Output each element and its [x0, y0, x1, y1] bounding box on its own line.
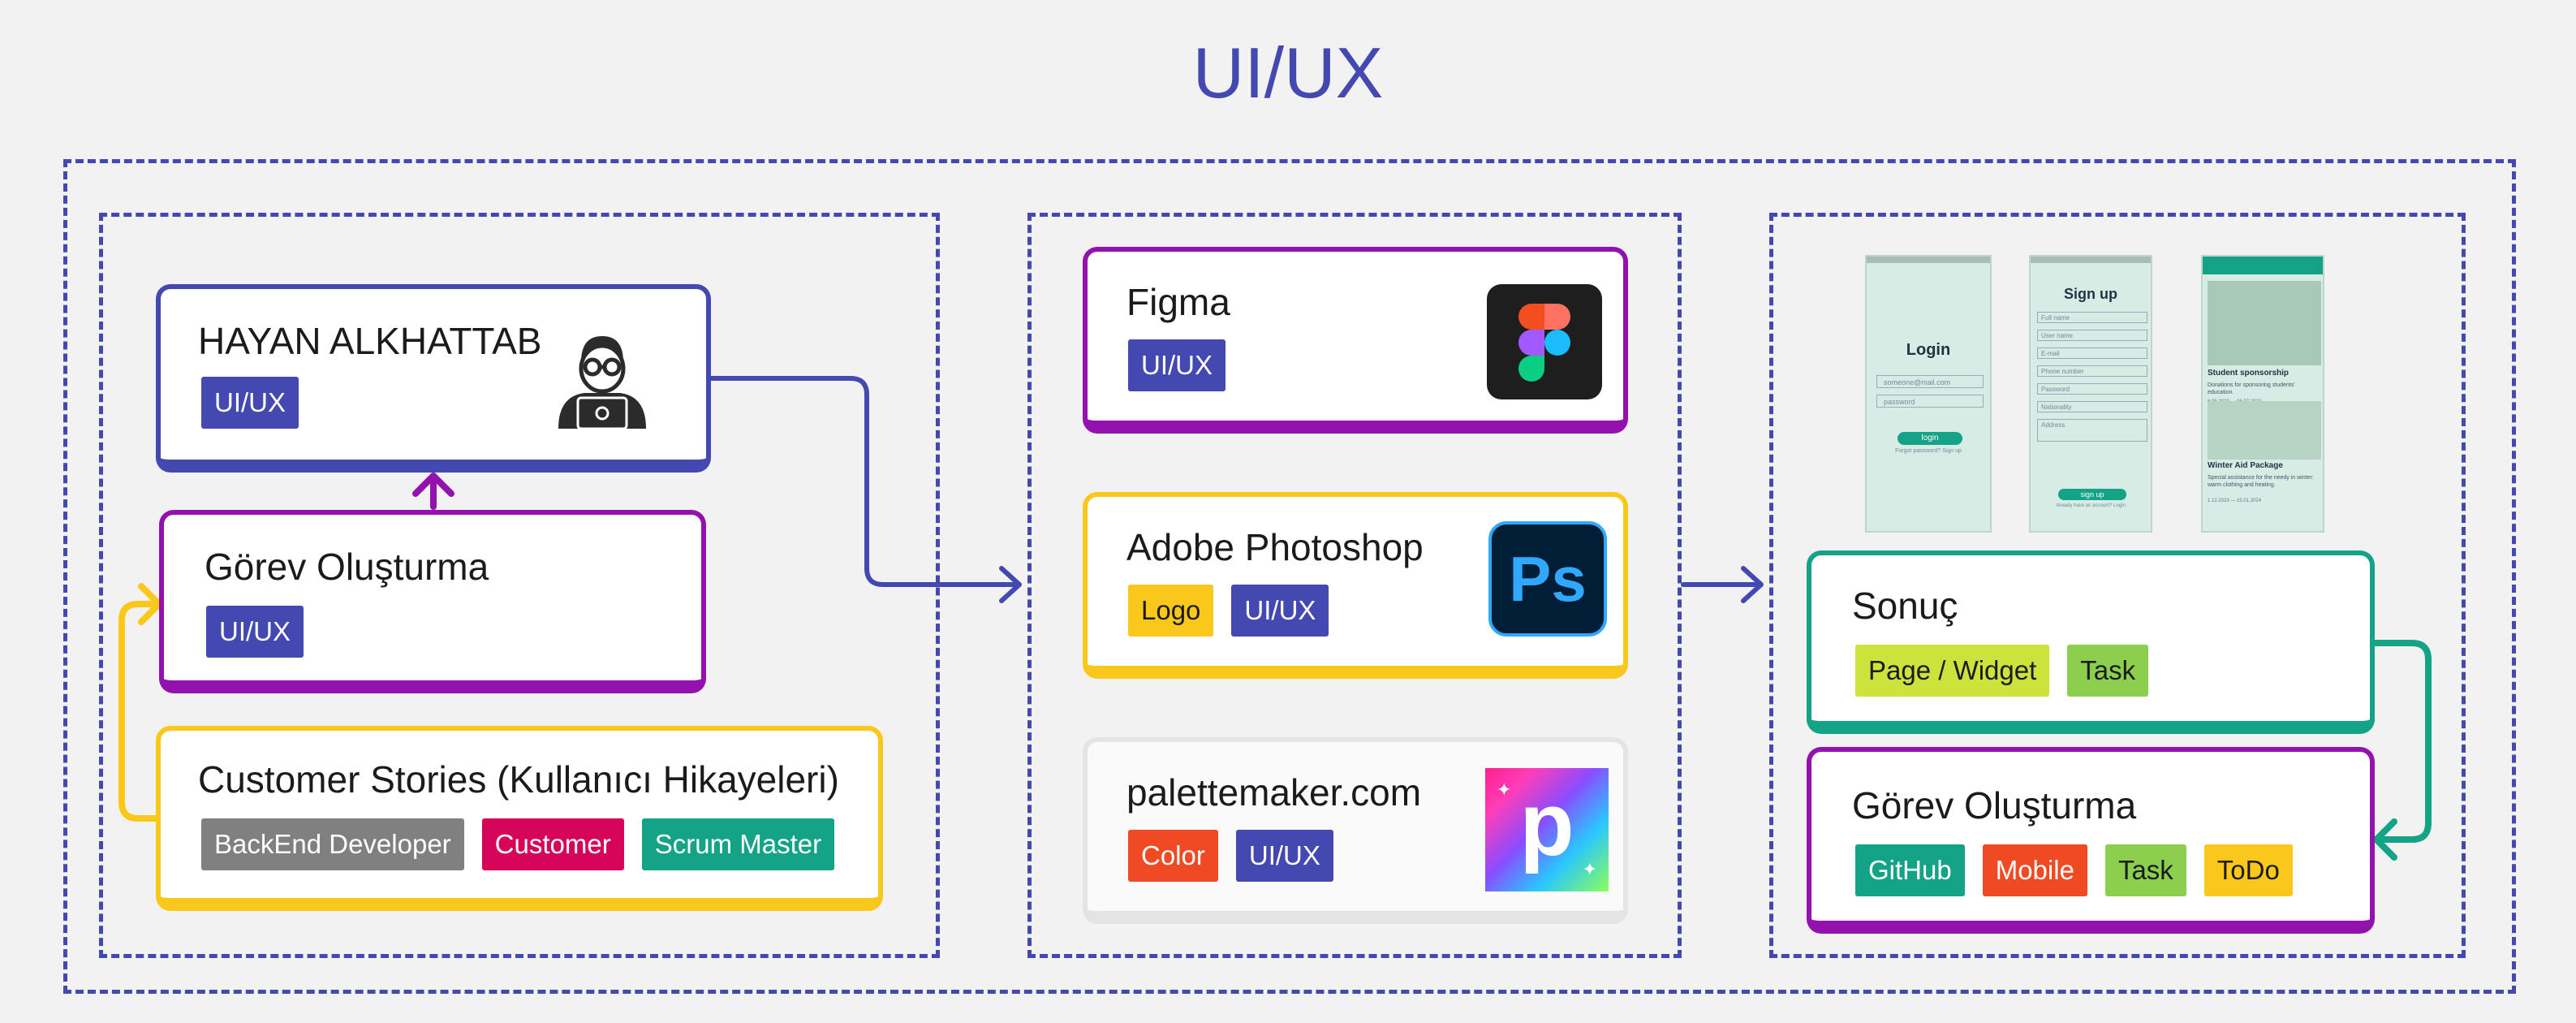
figma-logo-icon [1487, 284, 1602, 399]
figma-title: Figma [1126, 281, 1230, 323]
photoshop-card[interactable]: Adobe Photoshop Logo UI/UX Ps [1083, 492, 1628, 679]
result-title: Sonuç [1852, 585, 1958, 627]
figma-card[interactable]: Figma UI/UX [1083, 247, 1628, 434]
tag-customer: Customer [481, 818, 624, 870]
person-to-tools-connector [705, 376, 1020, 587]
customer-stories-card[interactable]: Customer Stories (Kullanıcı Hikayeleri) … [156, 726, 883, 911]
outer-frame [63, 159, 2516, 994]
middle-group-frame [1027, 213, 1682, 958]
photoshop-tag-logo: Logo [1128, 585, 1214, 637]
palettemaker-title: palettemaker.com [1126, 771, 1422, 814]
task-left-title: Görev Oluşturma [205, 546, 489, 588]
stories-title: Customer Stories (Kullanıcı Hikayeleri) [198, 758, 839, 801]
stories-to-task-connector [118, 601, 162, 822]
palettemaker-logo-icon: p ✦ ✦ [1485, 768, 1609, 891]
palettemaker-card[interactable]: palettemaker.com Color UI/UX p ✦ ✦ [1083, 737, 1628, 924]
task-card-right[interactable]: Görev Oluşturma GitHub Mobile Task ToDo [1807, 747, 2375, 934]
developer-avatar-icon [558, 336, 646, 430]
result-to-task-arrowhead [2373, 818, 2397, 861]
task-left-tag: UI/UX [206, 606, 304, 658]
task-right-title: Görev Oluşturma [1852, 784, 2137, 827]
tag-task: Task [2104, 844, 2186, 896]
tag-scrum-master: Scrum Master [641, 818, 835, 870]
result-to-task-connector [2368, 640, 2432, 843]
person-to-tools-arrowhead [999, 566, 1022, 603]
feed-screen-preview: Student sponsorship Donations for sponso… [2201, 255, 2324, 533]
tag-mobile: Mobile [1982, 844, 2087, 896]
photoshop-tag-uiux: UI/UX [1231, 585, 1329, 637]
right-group-frame [1769, 213, 2466, 958]
tag-github: GitHub [1855, 844, 1965, 896]
task-to-person-arrowhead [412, 473, 454, 497]
result-tag-task: Task [2067, 645, 2149, 697]
palettemaker-tag-uiux: UI/UX [1235, 830, 1333, 882]
result-card[interactable]: Sonuç Page / Widget Task [1807, 550, 2375, 734]
login-screen-preview: Login someone@mail.com password login Fo… [1865, 255, 1992, 533]
photoshop-logo-icon: Ps [1488, 521, 1607, 637]
person-card[interactable]: HAYAN ALKHATTAB UI/UX [156, 284, 711, 473]
person-name: HAYAN ALKHATTAB [198, 320, 542, 362]
palettemaker-tag-color: Color [1128, 830, 1218, 882]
person-tag: UI/UX [201, 377, 299, 429]
tools-to-result-arrowhead [1741, 566, 1764, 603]
signup-screen-preview: Sign up Full name User name E-mail Phone… [2029, 255, 2152, 533]
page-title: UI/UX [1192, 32, 1384, 113]
tag-todo: ToDo [2203, 844, 2293, 896]
task-card-left[interactable]: Görev Oluşturma UI/UX [159, 510, 706, 693]
tag-backend-developer: BackEnd Developer [201, 818, 464, 870]
result-tag-page-widget: Page / Widget [1855, 645, 2050, 697]
figma-tag: UI/UX [1128, 339, 1226, 391]
photoshop-title: Adobe Photoshop [1126, 526, 1424, 568]
